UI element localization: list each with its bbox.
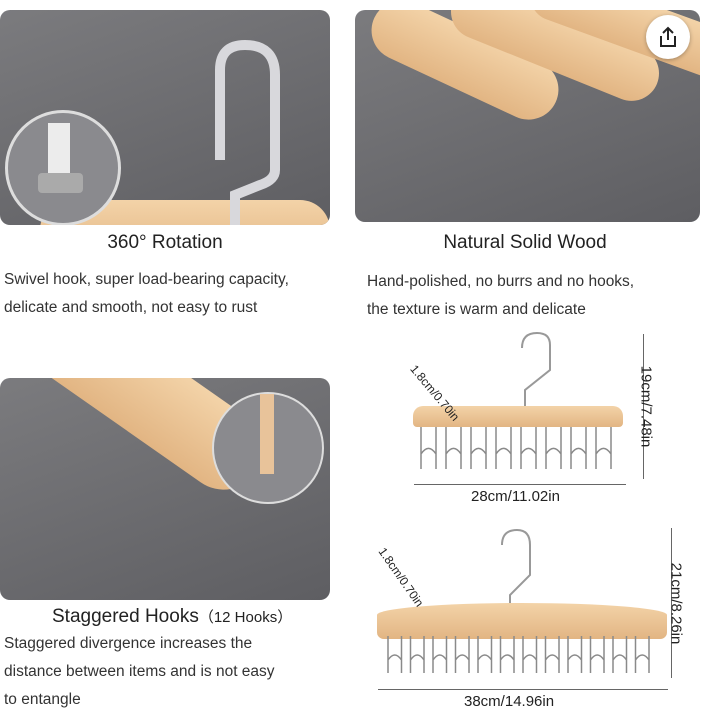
hook-mark — [570, 427, 587, 469]
width-label: 28cm/11.02in — [471, 488, 560, 505]
height-label: 21cm/8.26in — [667, 562, 685, 645]
feature-title-rotation: 360° Rotation — [107, 232, 223, 253]
hook-mark — [477, 636, 493, 673]
hook-mark — [520, 427, 537, 469]
hook-mark — [567, 636, 583, 673]
hook-mark — [634, 636, 650, 673]
feature-desc-line: Hand-polished, no burrs and no hooks, — [367, 273, 635, 290]
feature-desc-line: distance between items and is not easy — [4, 663, 275, 680]
share-icon — [660, 26, 676, 47]
feature-desc-line: delicate and smooth, not easy to rust — [4, 299, 258, 316]
width-label: 38cm/14.96in — [464, 693, 555, 710]
swivel-hook-icon — [215, 39, 280, 225]
wood-image — [355, 10, 700, 222]
hook-mark — [499, 636, 515, 673]
hook-mark — [432, 636, 448, 673]
feature-desc-line: to entangle — [4, 691, 81, 708]
hook-mark — [454, 636, 470, 673]
hook-mark — [589, 636, 605, 673]
hook-mark — [544, 636, 560, 673]
height-label: 19cm/7.48in — [637, 365, 655, 448]
hook-mark — [387, 636, 403, 673]
staggered-hooks-image — [0, 378, 330, 600]
hook-mark — [595, 427, 612, 469]
closeup-circle — [5, 110, 121, 225]
hook-mark — [495, 427, 512, 469]
hook-mark — [470, 427, 487, 469]
rotation-image — [0, 10, 330, 225]
share-button[interactable] — [646, 15, 690, 59]
hook-mark — [409, 636, 425, 673]
hook-mark — [612, 636, 628, 673]
hook-mark — [545, 427, 562, 469]
hook-mark — [522, 636, 538, 673]
feature-desc-line: Staggered divergence increases the — [4, 635, 253, 652]
feature-desc-line: Swivel hook, super load-bearing capacity… — [4, 271, 289, 288]
feature-title-hooks: Staggered Hooks（12 Hooks） — [52, 606, 293, 627]
feature-title-wood: Natural Solid Wood — [443, 232, 607, 253]
feature-desc-line: the texture is warm and delicate — [367, 301, 586, 318]
thickness-label: 1.8cm/0.70in — [375, 545, 427, 610]
hook-mark — [445, 427, 462, 469]
hook-mark — [420, 427, 437, 469]
